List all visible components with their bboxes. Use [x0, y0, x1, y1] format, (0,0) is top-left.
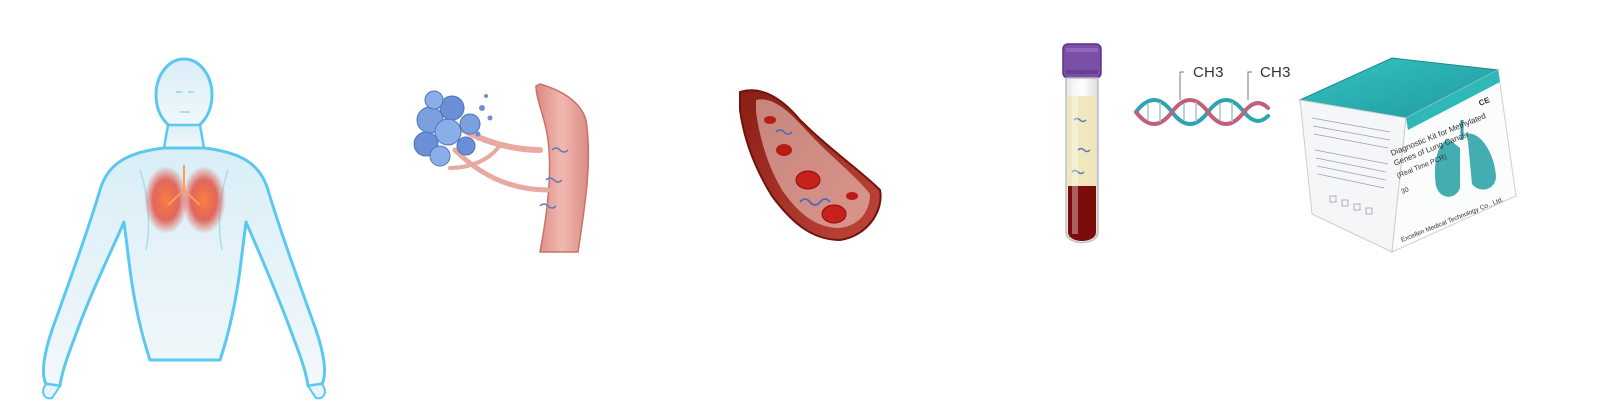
product-box-figure: Diagnostic Kit for Methylated Genes of L…: [1298, 57, 1517, 253]
methyl-label-right: CH3: [1260, 64, 1291, 81]
box-count: 30: [1400, 186, 1410, 195]
dna-helix-figure: [1134, 71, 1270, 126]
lungs-icon: [144, 165, 226, 234]
methyl-label-left: CH3: [1193, 64, 1224, 81]
box-symbols: [1329, 195, 1373, 215]
tumor-cells-icon: [413, 90, 493, 167]
red-blood-cells-icon: [764, 116, 858, 224]
tumor-vessel-figure: [413, 83, 590, 253]
blood-vessel-figure: [739, 89, 882, 242]
box-ce-mark: CE: [1477, 95, 1491, 108]
box-small-print: [1311, 117, 1391, 189]
box-lungs-icon: [1434, 120, 1496, 197]
blood-tube-figure: [1062, 43, 1102, 244]
human-body-figure: [42, 57, 326, 400]
